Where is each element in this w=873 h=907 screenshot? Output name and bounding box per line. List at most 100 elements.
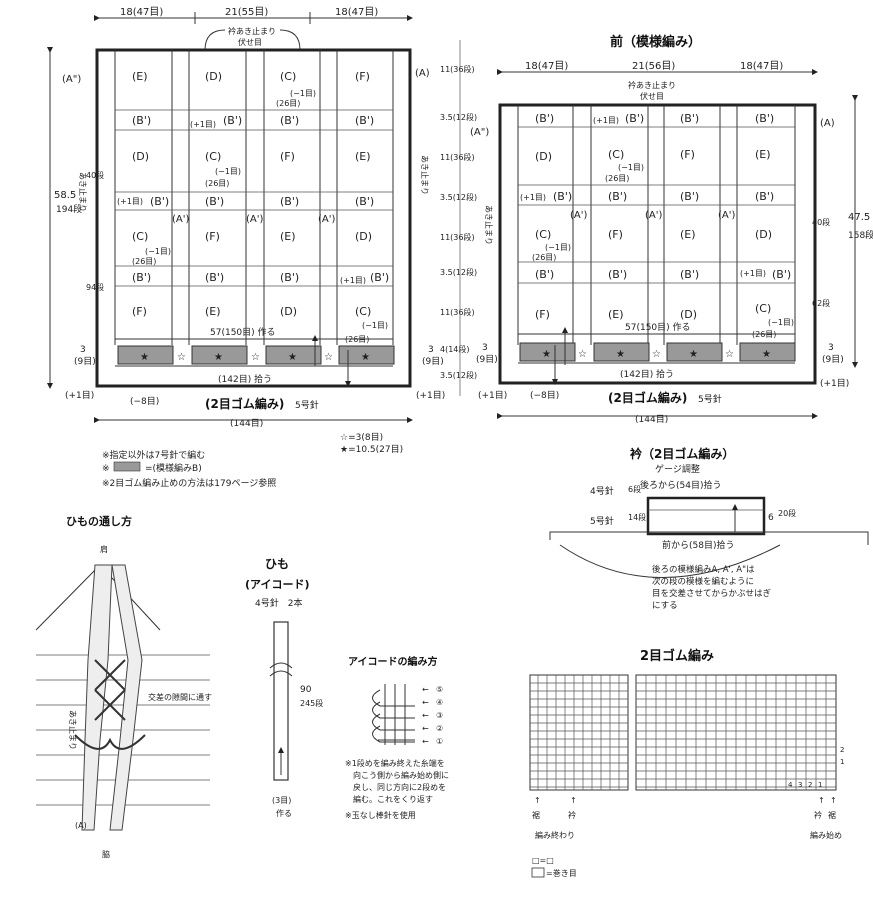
back-cell: (B') xyxy=(132,114,151,127)
back-cell: (F) xyxy=(205,230,220,243)
back-cell: (D) xyxy=(205,70,222,83)
front-side-a2: (A") xyxy=(470,127,489,138)
icord-title: アイコードの編み方 xyxy=(348,655,438,668)
front-bindoff-label: 伏せ目 xyxy=(640,91,664,101)
front-edge3: 3 xyxy=(482,343,488,353)
front-cell: (B') xyxy=(680,268,699,281)
svg-text:☆: ☆ xyxy=(251,352,260,363)
row-label: 11(36段) xyxy=(440,152,475,162)
collar-r6b: 6 xyxy=(768,513,774,523)
front-total: (144目) xyxy=(635,414,668,425)
collar-gauge: ゲージ調整 xyxy=(655,463,700,475)
back-cell: (D) xyxy=(132,150,149,163)
rib-col: 4 xyxy=(788,781,793,789)
front-piece: 前（模様編み） 18(47目) 21(56目) 18(47目) 衿あき止まり 伏… xyxy=(470,34,873,425)
back-dim-left: 18(47目) xyxy=(120,7,163,18)
front-a1: (A') xyxy=(570,210,587,221)
note-star2: ★=10.5(27目) xyxy=(340,444,403,455)
collar-r14: 14段 xyxy=(628,512,646,522)
svg-text:☆: ☆ xyxy=(177,352,186,363)
front-dim-right: 18(47目) xyxy=(740,61,783,72)
front-cell: (B') xyxy=(535,112,554,125)
himo-start: (3目) xyxy=(272,796,291,805)
back-cell: (F) xyxy=(355,70,370,83)
back-akidomari-r: あき止まり xyxy=(420,155,430,195)
threading-side: 脇 xyxy=(102,850,110,859)
back-rib-label: (2目ゴム編み) xyxy=(205,396,284,411)
string-threading: ひもの通し方 肩 あき止まり 交差の隙間に通す (A) 脇 xyxy=(35,514,212,859)
svg-text:=(模様編みB): =(模様編みB) xyxy=(145,462,202,474)
back-height-rows: 194段 xyxy=(56,203,82,215)
collar-note: 目を交差させてからかぶせはぎ xyxy=(652,588,772,599)
icord-note: 戻し、同じ方向に2段めを xyxy=(353,782,446,792)
front-neck-label: 衿あき止まり xyxy=(628,80,676,90)
rib-end: 編み終わり xyxy=(535,830,575,840)
threading-akidomari: あき止まり xyxy=(68,710,78,750)
front-plus1-side: (+1目) xyxy=(478,390,507,401)
icord-num: ④ xyxy=(436,698,443,707)
front-cell: (F) xyxy=(608,228,623,241)
front-side-a: (A) xyxy=(820,118,835,129)
front-cell: (D) xyxy=(680,308,697,321)
svg-text:←: ← xyxy=(422,711,429,720)
front-cell: (F) xyxy=(680,148,695,161)
svg-text:★: ★ xyxy=(542,349,551,360)
front-r62: 62段 xyxy=(812,298,830,308)
front-plus1: (+1目) xyxy=(593,116,619,125)
back-total: (144目) xyxy=(230,418,263,429)
collar-n4: 4号針 xyxy=(590,485,614,497)
threading-shoulder: 肩 xyxy=(100,544,108,554)
collar-front-pick: 前から(58目)拾う xyxy=(662,539,734,551)
front-plus1: (+1目) xyxy=(740,269,766,278)
front-cast-on: 57(150目) 作る xyxy=(625,321,691,333)
front-cell: (D) xyxy=(755,228,772,241)
svg-text:★: ★ xyxy=(361,352,370,363)
back-cell: (E) xyxy=(280,230,296,243)
front-cell: (B') xyxy=(553,190,572,203)
rib-col: 3 xyxy=(798,781,802,789)
back-cell: (B') xyxy=(150,195,169,208)
back-side-a2: (A") xyxy=(62,74,81,85)
collar-r20: 20段 xyxy=(778,508,796,518)
front-minus8: (−8目) xyxy=(530,390,559,401)
front-edge9-r: (9目) xyxy=(822,354,844,365)
rib-start-collar: 衿 xyxy=(814,810,822,820)
rib-col: 1 xyxy=(818,781,822,789)
back-26: (26目) xyxy=(276,99,300,108)
back-pick-up: (142目) 拾う xyxy=(218,373,272,385)
back-cell: (F) xyxy=(132,305,147,318)
back-cell: (E) xyxy=(355,150,371,163)
back-plus1: (+1目) xyxy=(340,276,366,285)
row-label: 11(36段) xyxy=(440,232,475,242)
front-plus1-side-r: (+1目) xyxy=(820,378,849,389)
threading-a: (A) xyxy=(75,821,87,830)
rib-start: 編み始め xyxy=(810,830,842,840)
front-minus1: (−1目) xyxy=(618,163,644,172)
icord-note: 編む。これをくり返す xyxy=(353,794,433,804)
collar-back-pick: 後ろから(54目)拾う xyxy=(640,479,721,491)
rib-row2: 2 xyxy=(840,746,844,754)
back-cell: (C) xyxy=(355,305,371,318)
note-pattern-b: ※ xyxy=(102,464,110,474)
threading-title: ひもの通し方 xyxy=(66,514,132,528)
front-rib-label: (2目ゴム編み) xyxy=(608,390,687,405)
back-cell: (B') xyxy=(355,195,374,208)
note-star1: ☆=3(8目) xyxy=(340,432,383,443)
back-r40: 40段 xyxy=(86,170,104,180)
himo-make: 作る xyxy=(276,808,292,818)
back-plus1: (+1目) xyxy=(117,197,143,206)
front-cell: (B') xyxy=(608,268,627,281)
collar-n5: 5号針 xyxy=(590,515,614,527)
back-cell: (B') xyxy=(132,271,151,284)
back-side-a: (A) xyxy=(415,68,430,79)
back-26: (26目) xyxy=(132,257,156,266)
front-cell: (B') xyxy=(608,190,627,203)
front-cell: (E) xyxy=(680,228,696,241)
front-akidomari: あき止まり xyxy=(484,205,494,245)
row-label: 3.5(12段) xyxy=(440,370,477,380)
back-needle5: 5号針 xyxy=(295,399,319,411)
back-edge9-r: (9目) xyxy=(422,356,444,367)
front-cell: (B') xyxy=(755,112,774,125)
row-label: 3.5(12段) xyxy=(440,112,477,122)
